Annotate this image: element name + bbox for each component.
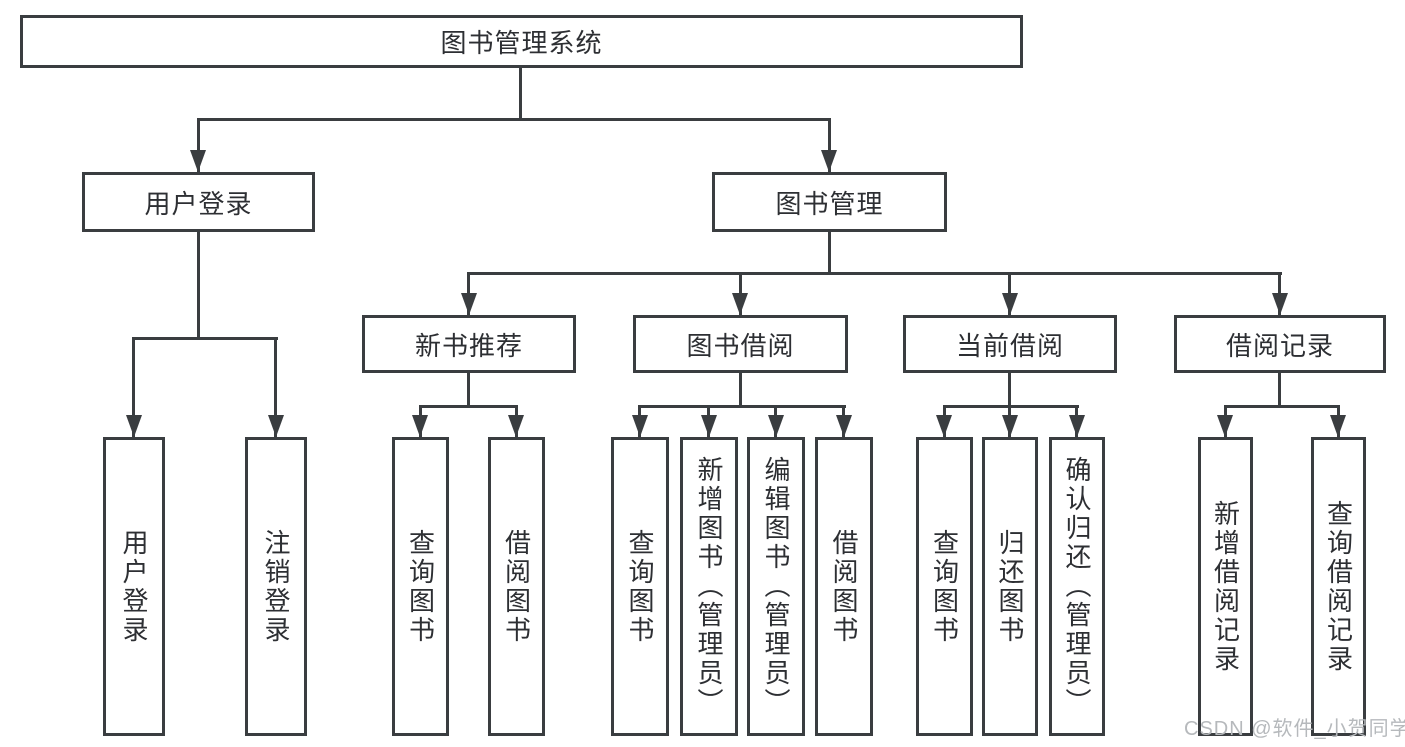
arrow-down-icon xyxy=(821,150,837,172)
arrow-down-icon xyxy=(412,415,428,437)
csdn-watermark: CSDN @软件_小贺同学 xyxy=(1184,718,1405,740)
leaf-logout: 注销登录 xyxy=(245,437,307,736)
leaf-borrow-books-recommend-label: 借阅图书 xyxy=(501,528,532,645)
connector-current-borrow-hbar xyxy=(943,405,1079,408)
leaf-add-books-admin-label: 新增图书（管理员） xyxy=(694,456,724,717)
arrow-down-icon xyxy=(461,293,477,315)
leaf-add-borrow-record-label: 新增借阅记录 xyxy=(1210,499,1241,674)
connector-user-login-hbar xyxy=(132,337,278,340)
connector-stem-user-login xyxy=(197,118,200,172)
arrow-down-icon xyxy=(508,415,524,437)
node-user-login: 用户登录 xyxy=(82,172,315,232)
leaf-add-books-admin: 新增图书（管理员） xyxy=(680,437,738,736)
node-book-management-label: 图书管理 xyxy=(775,188,884,219)
connector-stem-leaf-logout xyxy=(274,337,277,437)
connector-book-borrow-trunk xyxy=(739,373,742,405)
leaf-edit-books-admin: 编辑图书（管理员） xyxy=(747,437,805,736)
arrow-down-icon xyxy=(632,415,648,437)
leaf-user-login-label: 用户登录 xyxy=(119,528,149,645)
node-new-book-recommend: 新书推荐 xyxy=(362,315,576,373)
arrow-down-icon xyxy=(1002,415,1018,437)
arrow-down-icon xyxy=(126,415,142,437)
leaf-borrow-books: 借阅图书 xyxy=(815,437,873,736)
connector-new-book-recommend-trunk xyxy=(467,373,470,405)
connector-book-management-trunk xyxy=(828,232,831,274)
leaf-return-books: 归还图书 xyxy=(982,437,1038,736)
connector-borrow-records-trunk xyxy=(1278,373,1281,405)
leaf-logout-label: 注销登录 xyxy=(261,528,291,645)
leaf-return-books-label: 归还图书 xyxy=(995,528,1025,645)
arrow-down-icon xyxy=(268,415,284,437)
connector-new-book-recommend-hbar xyxy=(419,405,518,408)
leaf-borrow-books-label: 借阅图书 xyxy=(829,528,859,645)
arrow-down-icon xyxy=(701,415,717,437)
arrow-down-icon xyxy=(836,415,852,437)
leaf-borrow-books-recommend: 借阅图书 xyxy=(488,437,545,736)
node-root-label: 图书管理系统 xyxy=(440,28,603,58)
arrow-down-icon xyxy=(190,150,206,172)
connector-current-borrow-trunk xyxy=(1008,373,1011,405)
arrow-down-icon xyxy=(768,415,784,437)
arrow-down-icon xyxy=(1002,293,1018,315)
leaf-query-books-current: 查询图书 xyxy=(916,437,973,736)
leaf-query-books-recommend: 查询图书 xyxy=(392,437,449,736)
arrow-down-icon xyxy=(1330,415,1346,437)
leaf-confirm-return-admin: 确认归还（管理员） xyxy=(1049,437,1105,736)
node-borrow-records-label: 借阅记录 xyxy=(1225,330,1334,361)
node-book-borrow-label: 图书借阅 xyxy=(686,330,795,361)
arrow-down-icon xyxy=(1217,415,1233,437)
leaf-query-borrow-record: 查询借阅记录 xyxy=(1311,437,1366,736)
arrow-down-icon xyxy=(936,415,952,437)
leaf-query-books-borrow-label: 查询图书 xyxy=(625,528,655,645)
node-new-book-recommend-label: 新书推荐 xyxy=(414,330,523,361)
node-book-management: 图书管理 xyxy=(712,172,947,232)
node-book-borrow: 图书借阅 xyxy=(633,315,848,373)
connector-book-borrow-hbar xyxy=(638,405,846,408)
arrow-down-icon xyxy=(1272,293,1288,315)
leaf-query-books-current-label: 查询图书 xyxy=(929,528,960,645)
node-current-borrow-label: 当前借阅 xyxy=(955,330,1064,361)
arrow-down-icon xyxy=(732,293,748,315)
leaf-add-borrow-record: 新增借阅记录 xyxy=(1198,437,1253,736)
leaf-query-books-recommend-label: 查询图书 xyxy=(405,528,436,645)
connector-borrow-records-hbar xyxy=(1224,405,1340,408)
node-borrow-records: 借阅记录 xyxy=(1174,315,1386,373)
node-user-login-label: 用户登录 xyxy=(144,188,253,219)
connector-book-management-hbar xyxy=(467,272,1282,275)
connector-stem-book-management xyxy=(828,118,831,172)
arrow-down-icon xyxy=(1069,415,1085,437)
leaf-query-borrow-record-label: 查询借阅记录 xyxy=(1323,499,1354,674)
connector-stem-leaf-user-login xyxy=(132,337,135,437)
leaf-edit-books-admin-label: 编辑图书（管理员） xyxy=(761,456,791,717)
connector-root-hbar xyxy=(197,118,831,121)
node-root: 图书管理系统 xyxy=(20,15,1023,68)
connector-root-trunk xyxy=(519,68,522,118)
leaf-user-login: 用户登录 xyxy=(103,437,165,736)
connector-user-login-trunk xyxy=(197,232,200,337)
leaf-query-books-borrow: 查询图书 xyxy=(611,437,669,736)
leaf-confirm-return-admin-label: 确认归还（管理员） xyxy=(1062,456,1092,717)
node-current-borrow: 当前借阅 xyxy=(903,315,1117,373)
